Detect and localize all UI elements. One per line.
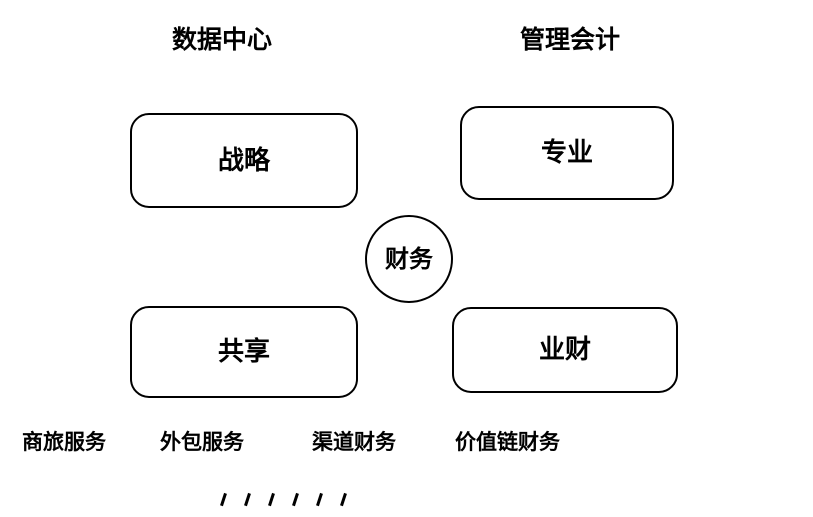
node-box-professional[interactable]: 专业: [460, 106, 674, 200]
footer-label-channel-finance: 渠道财务: [312, 430, 396, 454]
footer-label-outsourcing-service: 外包服务: [160, 430, 244, 454]
tick-mark: [340, 492, 347, 507]
column-title-management-accounting: 管理会计: [519, 25, 620, 54]
node-box-label: 业财: [538, 335, 591, 365]
tick-mark: [292, 492, 299, 507]
tick-mark: [244, 492, 251, 507]
tick-mark: [316, 492, 323, 507]
column-title-data-center: 数据中心: [171, 25, 272, 54]
footer-label-value-chain-finance: 价值链财务: [455, 430, 560, 454]
center-circle-label: 财务: [385, 245, 433, 273]
node-box-label: 共享: [217, 337, 270, 367]
node-box-strategy[interactable]: 战略: [130, 113, 358, 208]
center-circle-finance[interactable]: 财务: [365, 215, 453, 303]
tick-mark: [268, 492, 275, 507]
node-box-business-finance[interactable]: 业财: [452, 307, 678, 393]
tick-mark-row: [218, 490, 358, 512]
footer-label-travel-service: 商旅服务: [22, 430, 106, 454]
node-box-label: 专业: [540, 138, 593, 168]
node-box-label: 战略: [217, 145, 270, 176]
tick-mark: [220, 492, 227, 507]
node-box-shared[interactable]: 共享: [130, 306, 358, 398]
